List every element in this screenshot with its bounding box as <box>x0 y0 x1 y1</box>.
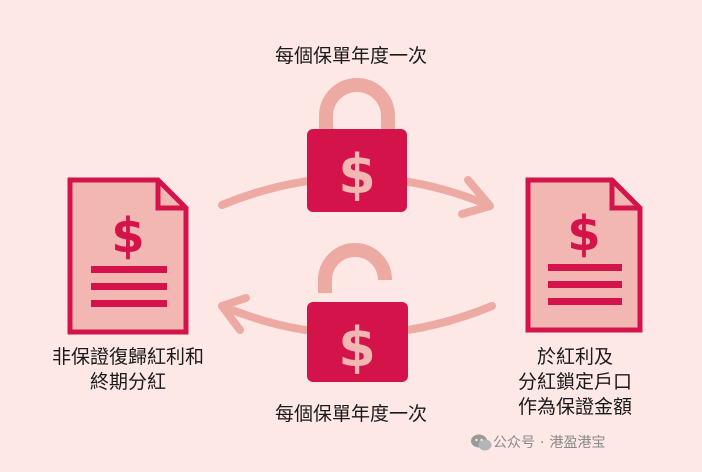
watermark-name: 港盈港宝 <box>549 435 606 451</box>
top-lock-dollar: $ <box>338 143 376 206</box>
top-caption: 每個保單年度一次 <box>274 45 427 67</box>
right-caption: 於紅利及 分紅鎖定戶口 作為保證金額 <box>470 345 680 420</box>
watermark: 公众号 ·港盈港宝 <box>493 432 605 452</box>
locked-padlock-icon: $ <box>307 78 407 212</box>
left-caption-line: 非保證復歸紅利和 <box>51 346 204 368</box>
watermark-separator: · <box>540 435 545 451</box>
right-caption-line: 於紅利及 <box>536 346 613 368</box>
unlocked-padlock-icon: $ <box>307 243 408 382</box>
right-document-icon: $ <box>525 177 643 333</box>
bottom-caption: 每個保單年度一次 <box>274 403 427 425</box>
watermark-prefix: 公众号 <box>493 435 535 451</box>
right-document-dollar: $ <box>567 206 600 262</box>
right-caption-line: 作為保證金額 <box>517 396 632 418</box>
left-caption: 非保證復歸紅利和 終期分紅 <box>18 345 238 395</box>
wechat-icon <box>471 434 492 451</box>
left-document-dollar: $ <box>111 208 144 264</box>
left-caption-line: 終期分紅 <box>89 371 166 393</box>
left-document-icon: $ <box>67 177 189 335</box>
bottom-lock-dollar: $ <box>338 316 376 379</box>
right-caption-line: 分紅鎖定戶口 <box>517 371 632 393</box>
